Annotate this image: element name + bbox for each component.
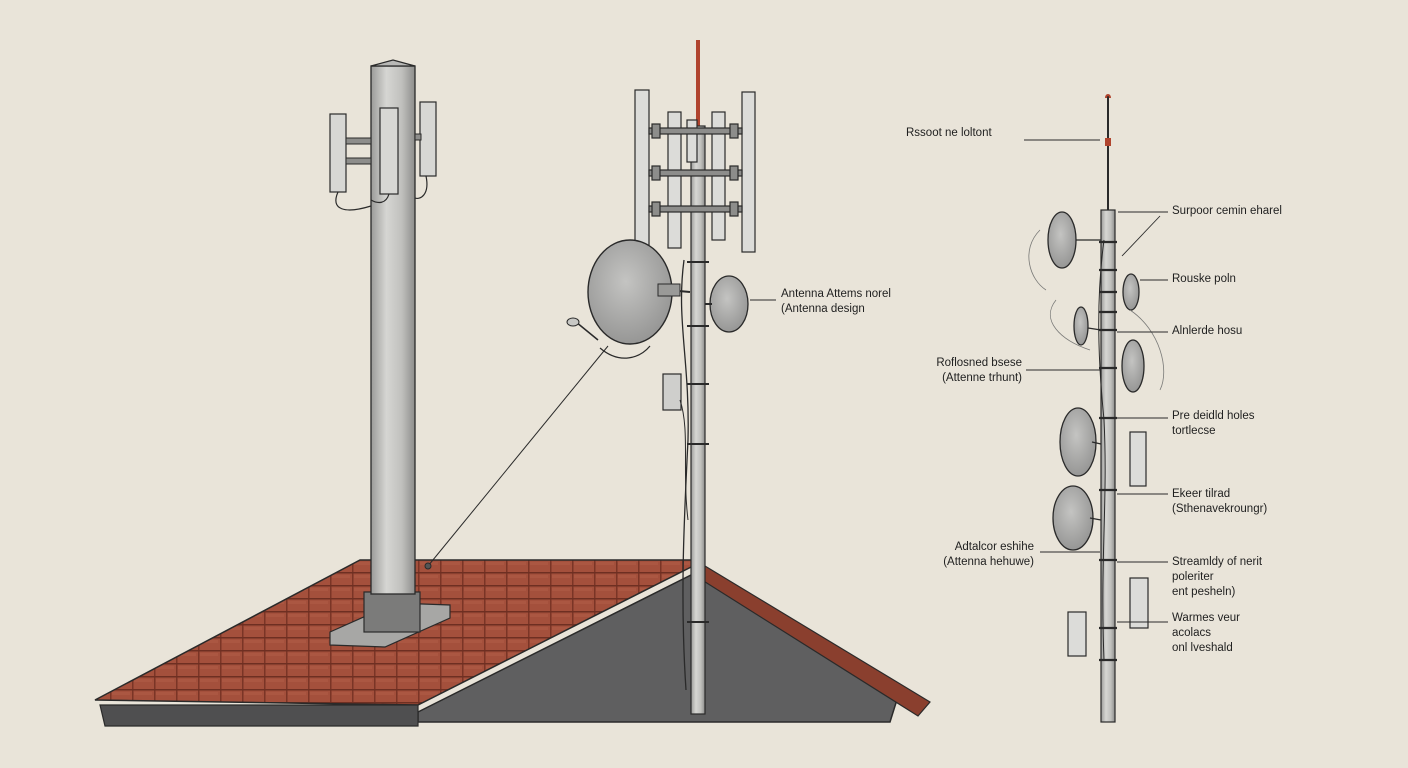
label-ekeer: Ekeer tilrad (Sthenavekroungr) <box>1172 487 1267 517</box>
label-pre-drilled: Pre deidld holes tortlecse <box>1172 409 1254 439</box>
label-line: Ekeer tilrad <box>1172 488 1231 500</box>
pole-icon <box>1028 94 1165 723</box>
label-top-left: Rssoot ne loltont <box>906 126 992 141</box>
roof <box>94 559 931 727</box>
label-line: (Sthenavekroungr) <box>1172 503 1268 515</box>
panel-antenna-icon <box>1067 431 1149 657</box>
roof-fascia <box>99 704 419 727</box>
leader-lines <box>750 139 1168 623</box>
label-line: tortlecse <box>1172 425 1216 437</box>
label-line: Rouske poln <box>1172 273 1236 285</box>
label-support: Surpoor cemin eharel <box>1172 204 1282 219</box>
satellite-dish-icon <box>1047 211 1145 551</box>
label-warmes: Warmes veur acolacs onl lveshald <box>1172 611 1240 656</box>
label-rousko: Rouske poln <box>1172 272 1236 287</box>
label-line: Pre deidld holes <box>1172 410 1255 422</box>
label-reflected-base: Roflosned bsese (Attenne trhunt) <box>906 356 1022 386</box>
label-stremaldy: Streamldy of nerit poleriter ent pesheln… <box>1172 555 1262 600</box>
label-line: poleriter <box>1172 571 1214 583</box>
label-adtalcor: Adtalcor eshihe (Attenna hehuwe) <box>918 540 1034 570</box>
label-line: Adtalcor eshihe <box>954 541 1034 553</box>
label-line: Antenna Attems norel <box>781 288 891 300</box>
label-line: (Attenne trhunt) <box>942 372 1022 384</box>
label-line: acolacs <box>1172 627 1211 639</box>
label-line: onl lveshald <box>1172 642 1233 654</box>
satellite-dish-icon <box>566 239 691 359</box>
label-line: Warmes veur <box>1172 612 1240 624</box>
label-line: Roflosned bsese <box>936 357 1022 369</box>
label-line: ent pesheln) <box>1172 586 1236 598</box>
tower-icon <box>329 59 609 648</box>
panel-antenna-icon <box>329 101 437 211</box>
label-line: Streamldy of nerit <box>1172 556 1263 568</box>
label-antenna-design: Antenna Attems norel (Antenna design <box>781 287 891 317</box>
label-line: Alnlerde hosu <box>1172 325 1243 337</box>
label-alnlerde: Alnlerde hosu <box>1172 324 1242 339</box>
label-line: (Antenna design <box>781 303 865 315</box>
satellite-dish-icon <box>705 275 749 333</box>
label-line: Rssoot ne loltont <box>906 127 992 139</box>
label-line: (Attenna hehuwe) <box>943 556 1034 568</box>
mast-icon <box>566 40 756 715</box>
label-line: Surpoor cemin eharel <box>1172 205 1282 217</box>
